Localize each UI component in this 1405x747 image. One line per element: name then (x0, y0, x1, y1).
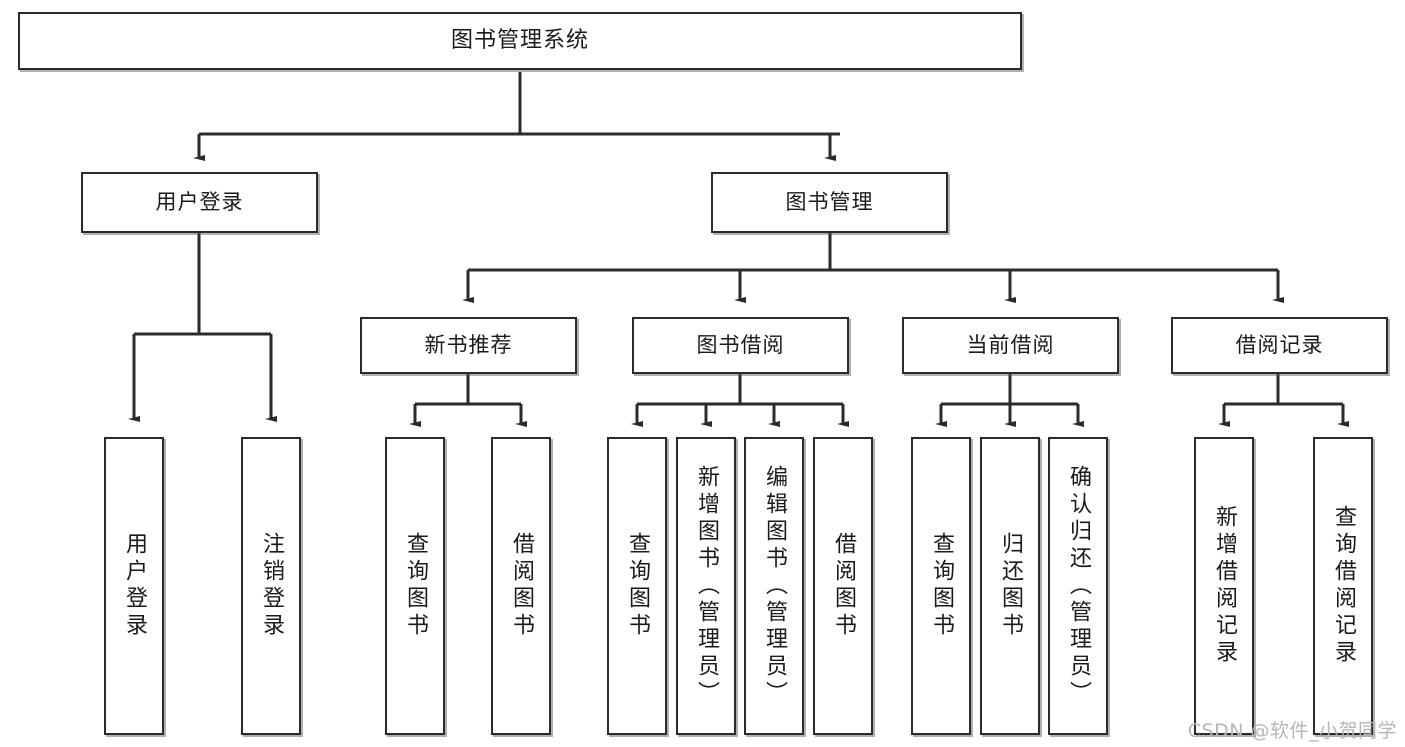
node-label: 借阅图书 (509, 532, 534, 640)
node-book-manage[interactable]: 图书管理 (711, 172, 948, 233)
node-book-borrow[interactable]: 图书借阅 (632, 317, 849, 374)
node-label: 查询图书 (929, 532, 954, 640)
leaf-add-record[interactable]: 新增借阅记录 (1194, 437, 1254, 735)
node-label: 用户登录 (122, 532, 147, 640)
node-label: 借阅图书 (831, 532, 856, 640)
node-label: 用户登录 (155, 190, 244, 215)
leaf-user-login[interactable]: 用户登录 (104, 437, 164, 735)
node-label: 借阅记录 (1235, 333, 1324, 358)
leaf-query-record[interactable]: 查询借阅记录 (1313, 437, 1373, 735)
node-label: 新增借阅记录 (1212, 505, 1237, 667)
node-label: 确认归还（管理员） (1066, 464, 1091, 708)
leaf-return-book[interactable]: 归还图书 (980, 437, 1040, 735)
watermark: CSDN @软件_小贺同学 (1187, 720, 1397, 742)
node-label: 图书借阅 (696, 333, 785, 358)
leaf-add-book[interactable]: 新增图书（管理员） (676, 437, 736, 735)
leaf-query-book-3[interactable]: 查询图书 (911, 437, 971, 735)
node-label: 注销登录 (259, 532, 284, 640)
node-label: 编辑图书（管理员） (762, 464, 787, 708)
node-label: 图书管理 (785, 190, 874, 215)
node-new-book-recommend[interactable]: 新书推荐 (360, 317, 577, 374)
node-user-login[interactable]: 用户登录 (81, 172, 318, 233)
node-book-management-system[interactable]: 图书管理系统 (18, 12, 1022, 70)
node-label: 查询图书 (403, 532, 428, 640)
node-label: 归还图书 (998, 532, 1023, 640)
leaf-confirm-return[interactable]: 确认归还（管理员） (1048, 437, 1108, 735)
node-label: 图书管理系统 (450, 28, 589, 54)
node-label: 新书推荐 (424, 333, 513, 358)
node-current-borrow[interactable]: 当前借阅 (902, 317, 1119, 374)
leaf-query-book-2[interactable]: 查询图书 (607, 437, 667, 735)
node-label: 当前借阅 (966, 333, 1055, 358)
leaf-borrow-book-1[interactable]: 借阅图书 (491, 437, 551, 735)
node-label: 查询借阅记录 (1331, 505, 1356, 667)
leaf-edit-book[interactable]: 编辑图书（管理员） (744, 437, 804, 735)
leaf-query-book-1[interactable]: 查询图书 (385, 437, 445, 735)
leaf-logout-login[interactable]: 注销登录 (241, 437, 301, 735)
node-label: 查询图书 (625, 532, 650, 640)
node-borrow-record[interactable]: 借阅记录 (1171, 317, 1388, 374)
node-label: 新增图书（管理员） (694, 464, 719, 708)
leaf-borrow-book-2[interactable]: 借阅图书 (813, 437, 873, 735)
